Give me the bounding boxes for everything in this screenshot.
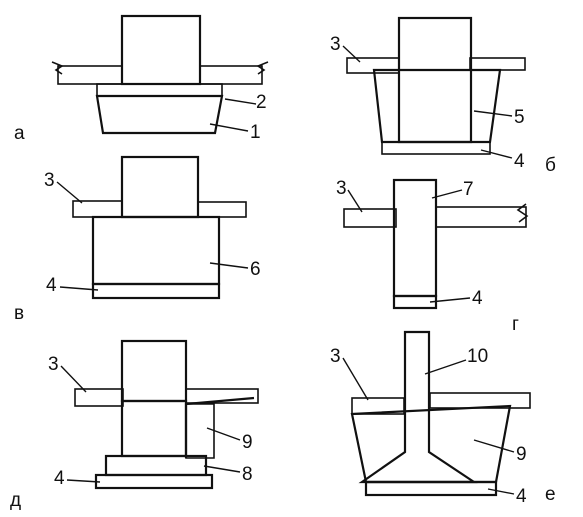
concrete-pillar-7 — [392, 178, 438, 298]
panel-d: 3 9 8 4 д — [10, 339, 259, 511]
concrete-pillar-lower — [120, 399, 188, 458]
plank-floor-3 — [74, 388, 124, 407]
rc-stem-10 — [358, 330, 478, 484]
panel-a: а 2 1 — [14, 14, 269, 144]
trench-fill — [372, 68, 502, 144]
backfill-9 — [185, 403, 215, 459]
callout-8-d: 8 — [242, 464, 253, 485]
soil-1 — [95, 94, 224, 135]
sand-cushion-2 — [96, 83, 223, 97]
callout-3-d: 3 — [48, 354, 59, 375]
sand-bed-4 — [364, 480, 498, 497]
concrete-pillar-upper — [120, 339, 188, 403]
callout-3-b: 3 — [330, 34, 341, 55]
panel-b: 3 5 4 б — [330, 16, 556, 176]
panel-letter-d: д — [10, 490, 21, 511]
callout-3-e: 3 — [330, 346, 341, 367]
panel-v: 3 6 4 в — [14, 155, 261, 324]
plank-floor-3 — [72, 200, 123, 218]
sand-bed-4 — [91, 282, 221, 300]
brick-wall-5 — [397, 16, 473, 144]
rubble-masonry-6 — [91, 215, 221, 286]
callout-10-e: 10 — [467, 346, 488, 367]
callout-3-v: 3 — [44, 170, 55, 191]
panel-e: 3 10 9 4 е — [330, 330, 556, 507]
sand-bed-4 — [94, 473, 214, 490]
callout-9-e: 9 — [516, 444, 527, 465]
callout-4-b: 4 — [514, 151, 525, 172]
floor-slab-right — [199, 65, 263, 85]
plank-floor-3 — [343, 208, 397, 228]
callout-4-d: 4 — [54, 468, 65, 489]
floor-slab-left — [57, 65, 123, 85]
callout-1-a: 1 — [250, 122, 261, 143]
callout-6-v: 6 — [250, 259, 261, 280]
panel-letter-e: е — [545, 484, 556, 505]
callout-4-e: 4 — [516, 486, 527, 507]
callout-2-a: 2 — [256, 92, 267, 113]
callout-4-g: 4 — [472, 288, 483, 309]
footing-slab-8 — [104, 454, 208, 477]
panel-g: 3 7 4 г — [336, 178, 529, 335]
panel-letter-a: а — [14, 123, 25, 144]
brick-wall — [120, 14, 202, 86]
floor-slab-right-e — [429, 392, 531, 409]
sand-bed-4 — [381, 141, 491, 155]
callout-3-g: 3 — [336, 178, 347, 199]
panel-letter-b: б — [545, 155, 556, 176]
callout-9-d: 9 — [242, 432, 253, 453]
callout-5-b: 5 — [514, 107, 525, 128]
brick-wall — [120, 155, 200, 219]
floor-slab-right-b — [469, 57, 526, 71]
panel-letter-v: в — [14, 303, 24, 324]
callout-4-v: 4 — [46, 275, 57, 296]
floor-slab-right-v — [197, 201, 247, 218]
floor-slab-right-g — [435, 206, 527, 228]
sand-bed-4 — [392, 294, 438, 310]
panel-letter-g: г — [512, 314, 519, 335]
callout-7-g: 7 — [463, 179, 474, 200]
